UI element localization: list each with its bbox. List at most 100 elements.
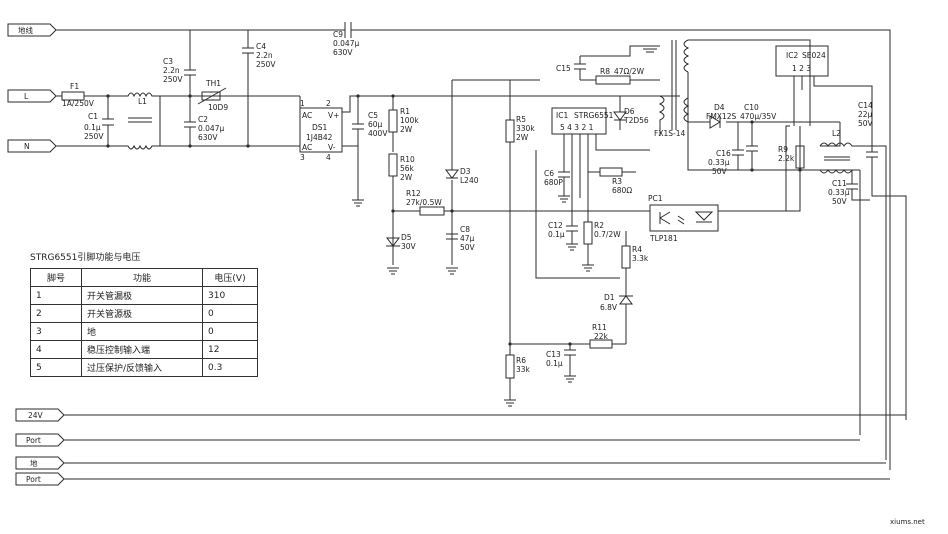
r12-value: 27k/0.5W bbox=[406, 198, 442, 207]
pin-function: 开关管漏极 bbox=[81, 286, 203, 305]
c11-label: C11 bbox=[832, 179, 847, 188]
c13-label: C13 bbox=[546, 350, 561, 359]
c2-value1: 0.047μ bbox=[198, 124, 224, 133]
ds1-pin4: 4 bbox=[326, 153, 331, 162]
table-row: 2 开关管源极 0 bbox=[30, 304, 258, 323]
r5-label: R5 bbox=[516, 115, 526, 124]
r10-value1: 56k bbox=[400, 164, 415, 173]
pin-number: 3 bbox=[30, 322, 82, 341]
r11-value: 22k bbox=[594, 332, 609, 341]
pin-header-function: 功能 bbox=[81, 268, 203, 287]
th1-label: TH1 bbox=[205, 79, 221, 88]
r6-label: R6 bbox=[516, 356, 526, 365]
table-row: 3 地 0 bbox=[30, 322, 258, 341]
c3-label: C3 bbox=[163, 57, 173, 66]
c2-label: C2 bbox=[198, 115, 208, 124]
c16-value1: 0.33μ bbox=[708, 158, 730, 167]
port-neutral: N bbox=[7, 139, 57, 153]
r12-label: R12 bbox=[406, 189, 421, 198]
pc1-value: TLP181 bbox=[649, 234, 678, 243]
pin-number: 2 bbox=[30, 304, 82, 323]
l2-label: L2 bbox=[832, 129, 841, 138]
c8-label: C8 bbox=[460, 225, 470, 234]
c3-value1: 2.2n bbox=[163, 66, 180, 75]
r2-value: 0.7/2W bbox=[594, 230, 621, 239]
c2-value2: 630V bbox=[198, 133, 218, 142]
ic2-label: IC2 bbox=[786, 51, 798, 60]
c15-label: C15 bbox=[556, 64, 571, 73]
c1-value1: 0.1μ bbox=[84, 123, 101, 132]
r10-value2: 2W bbox=[400, 173, 413, 182]
c16-label: C16 bbox=[716, 149, 731, 158]
t1-label: FX1S-14 bbox=[654, 129, 685, 138]
svg-text:Port: Port bbox=[26, 436, 41, 445]
r8-label: R8 bbox=[600, 67, 610, 76]
r10-label: R10 bbox=[400, 155, 415, 164]
c5-label: C5 bbox=[368, 111, 378, 120]
r5-value2: 2W bbox=[516, 133, 529, 142]
pin-voltage: 0.3 bbox=[202, 358, 258, 377]
c12-value: 0.1μ bbox=[548, 230, 565, 239]
pin-function: 过压保护/反馈输入 bbox=[81, 358, 203, 377]
svg-text:24V: 24V bbox=[28, 411, 44, 420]
port-24v: 24V bbox=[15, 408, 65, 422]
ic1-value: STRG6551 bbox=[574, 111, 614, 120]
port-ground: 地 bbox=[15, 456, 65, 470]
c16-value2: 50V bbox=[712, 167, 728, 176]
ic2-pins: 1 2 3 bbox=[792, 64, 811, 73]
r11-label: R11 bbox=[592, 323, 607, 332]
pc1-label: PC1 bbox=[648, 194, 663, 203]
table-row: 4 稳压控制输入端 12 bbox=[30, 340, 258, 359]
d1-label: D1 bbox=[604, 293, 615, 302]
ds1-vminus: V- bbox=[328, 143, 336, 152]
r5-value1: 330k bbox=[516, 124, 535, 133]
svg-text:地线: 地线 bbox=[18, 25, 33, 35]
watermark: xiums.net bbox=[890, 518, 925, 526]
c4-value1: 2.2n bbox=[256, 51, 273, 60]
r1-value1: 100k bbox=[400, 116, 419, 125]
pin-header-voltage: 电压(V) bbox=[202, 268, 258, 287]
c10-label: C10 bbox=[744, 103, 759, 112]
r4-label: R4 bbox=[632, 245, 642, 254]
r1-value2: 2W bbox=[400, 125, 413, 134]
ds1-pin3: 3 bbox=[300, 153, 305, 162]
ic2-value: SE024 bbox=[802, 51, 826, 60]
d3-label: D3 bbox=[460, 167, 471, 176]
pin-voltage: 310 bbox=[202, 286, 258, 305]
f1-value: 1A/250V bbox=[62, 99, 95, 108]
table-row: 5 过压保护/反馈输入 0.3 bbox=[30, 358, 258, 377]
d3-value: L240 bbox=[460, 176, 479, 185]
r9-label: R9 bbox=[778, 145, 788, 154]
port-ground-top: 地线 bbox=[7, 23, 57, 37]
svg-text:Port: Port bbox=[26, 475, 41, 484]
c13-value: 0.1μ bbox=[546, 359, 563, 368]
c9-label: C9 bbox=[333, 30, 343, 39]
c1-label: C1 bbox=[88, 112, 98, 121]
pin-number: 1 bbox=[30, 286, 82, 305]
ds1-label: DS1 bbox=[312, 123, 328, 132]
ds1-pin2: 2 bbox=[326, 99, 331, 108]
r6-value: 33k bbox=[516, 365, 531, 374]
pin-table: 脚号 功能 电压(V) 1 开关管漏极 310 2 开关管源极 0 3 地 0 … bbox=[30, 268, 258, 377]
l1-label: L1 bbox=[138, 97, 147, 106]
pin-table-header: 脚号 功能 电压(V) bbox=[30, 268, 258, 287]
th1-value: 10D9 bbox=[208, 103, 228, 112]
d4-value: FMX12S bbox=[706, 112, 736, 121]
r4-value: 3.3k bbox=[632, 254, 649, 263]
pin-function: 地 bbox=[81, 322, 203, 341]
r1-label: R1 bbox=[400, 107, 410, 116]
d1-value: 6.8V bbox=[600, 303, 618, 312]
c6-value: 680P bbox=[544, 178, 563, 187]
table-row: 1 开关管漏极 310 bbox=[30, 286, 258, 305]
c14-label: C14 bbox=[858, 101, 873, 110]
d6-value: T2D56 bbox=[623, 116, 649, 125]
pin-number: 4 bbox=[30, 340, 82, 359]
pin-voltage: 12 bbox=[202, 340, 258, 359]
c3-value2: 250V bbox=[163, 75, 183, 84]
ds1-value: 1J4B42 bbox=[306, 133, 333, 142]
c14-value1: 22μ bbox=[858, 110, 873, 119]
port-live: L bbox=[7, 89, 57, 103]
pin-function: 稳压控制输入端 bbox=[81, 340, 203, 359]
d4-label: D4 bbox=[714, 103, 725, 112]
